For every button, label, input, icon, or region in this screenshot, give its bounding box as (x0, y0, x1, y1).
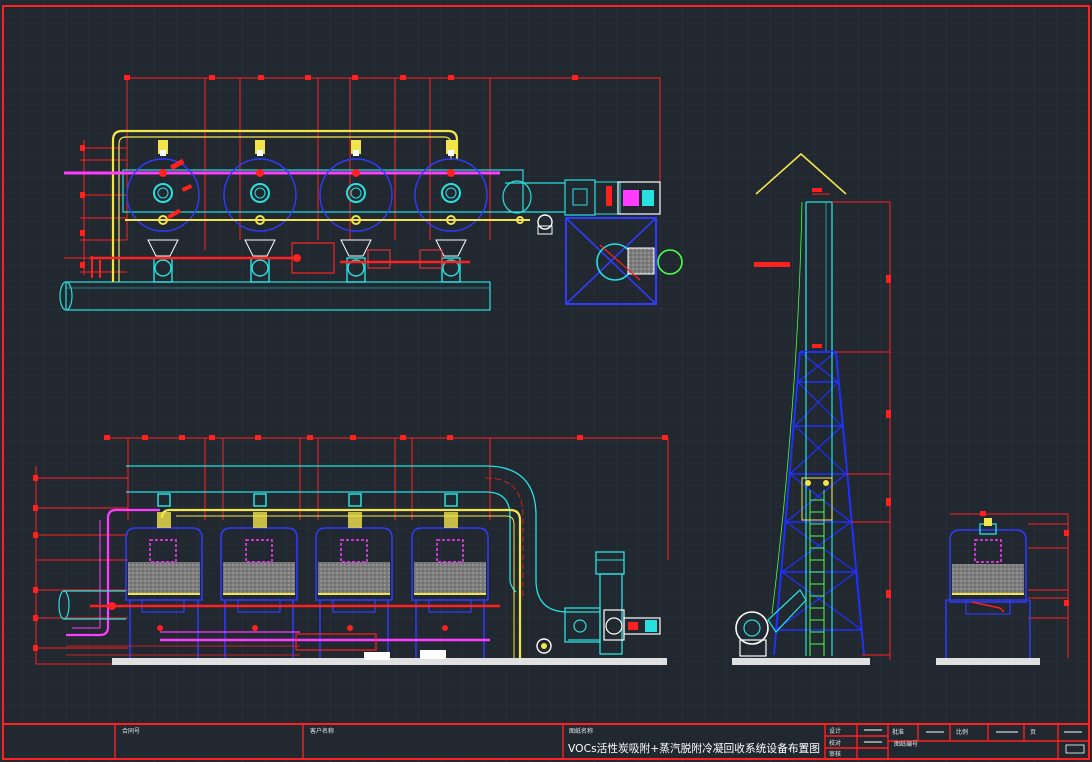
scale-label: 比例 (956, 728, 968, 736)
drawing-title: VOCs活性炭吸附+蒸汽脱附冷凝回收系统设备布置图 (568, 741, 820, 755)
exhaust-chimney (732, 152, 891, 665)
plan-view (59, 75, 683, 311)
sheet-label: 页 (1030, 729, 1036, 736)
plan-adsorber-vessels (126, 158, 488, 232)
front-elevation-view (33, 435, 669, 665)
customer-label: 客户名称 (310, 727, 334, 735)
drawing-no-label: 图纸编号 (894, 740, 918, 748)
check-label: 校对 (829, 739, 841, 747)
drawing-name-label: 图纸名称 (569, 727, 593, 735)
front-adsorbers (125, 493, 489, 660)
contract-label: 合同号 (122, 727, 140, 735)
review-label: 审核 (829, 750, 841, 758)
design-label: 设计 (829, 727, 841, 735)
title-block: 合同号 客户名称 图纸名称 VOCs活性炭吸附+蒸汽脱附冷凝回收系统设备布置图 … (2, 723, 1090, 760)
approve-label: 批准 (892, 728, 904, 736)
side-view (936, 511, 1069, 665)
